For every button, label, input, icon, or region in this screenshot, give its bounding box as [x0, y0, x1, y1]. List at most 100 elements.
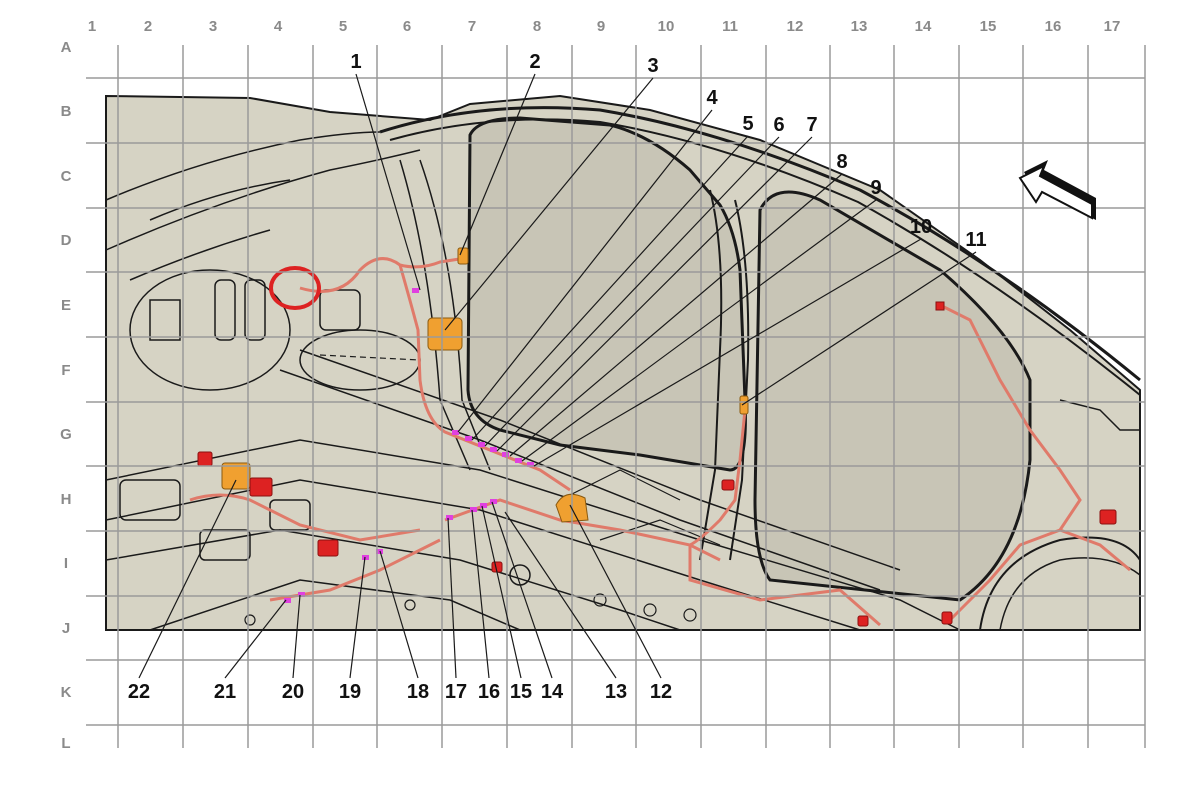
leader-line — [224, 599, 287, 679]
row-label: K — [61, 684, 72, 701]
leader-line — [471, 509, 490, 679]
row-label: D — [61, 232, 72, 249]
clip-g8b — [478, 442, 485, 447]
clip-h8b — [527, 462, 534, 467]
row-label: G — [60, 426, 72, 443]
column-label: 10 — [658, 18, 675, 35]
harness-front-branch — [398, 264, 571, 492]
component-j14 — [941, 611, 953, 625]
row-label: E — [61, 297, 71, 314]
harness-floor-run — [189, 493, 421, 542]
callout-15: 15 — [510, 681, 532, 703]
callout-5: 5 — [742, 113, 753, 135]
leader-line — [471, 135, 749, 441]
callout-19: 19 — [339, 681, 361, 703]
harness-quarter-branch — [1059, 528, 1131, 572]
callout-20: 20 — [282, 681, 304, 703]
callout-8: 8 — [836, 151, 847, 173]
leader-line — [509, 173, 843, 457]
clip-g7 — [452, 430, 459, 435]
callout-11: 11 — [965, 229, 986, 251]
column-label: 15 — [980, 18, 997, 35]
leader-line — [533, 238, 922, 467]
row-label: J — [62, 620, 70, 637]
rear-window-opening — [753, 190, 1032, 602]
leader-line — [481, 505, 522, 679]
vehicle-body-drawing — [105, 94, 1141, 631]
column-label: 9 — [597, 18, 605, 35]
row-label: I — [64, 555, 68, 572]
component-h11 — [721, 479, 735, 491]
callout-3: 3 — [647, 55, 658, 77]
row-label: F — [61, 362, 70, 379]
connector-f7 — [427, 317, 463, 351]
callout-9: 9 — [870, 177, 881, 199]
connector-h3 — [221, 462, 251, 490]
component-h16 — [1099, 509, 1117, 525]
clip-j4a — [284, 598, 291, 603]
component-h3-left — [197, 451, 213, 467]
column-label: 14 — [915, 18, 932, 35]
clip-e6 — [412, 288, 419, 293]
connector-d7 — [457, 247, 469, 265]
callout-1: 1 — [350, 51, 361, 73]
row-label: C — [61, 168, 72, 185]
column-label: 2 — [144, 18, 152, 35]
clip-i5b — [376, 549, 383, 554]
callout-14: 14 — [541, 681, 564, 703]
leader-line — [496, 136, 813, 452]
grid-lines — [86, 45, 1146, 748]
column-label: 5 — [339, 18, 347, 35]
leader-line — [491, 501, 553, 679]
clip-h8 — [515, 458, 522, 463]
callout-21: 21 — [214, 681, 236, 703]
column-label: 4 — [274, 18, 283, 35]
clip-h7a — [446, 515, 453, 520]
leader-line — [355, 73, 421, 291]
column-label: 8 — [533, 18, 541, 35]
connector-g11 — [739, 395, 749, 415]
harness-clips — [284, 288, 534, 603]
column-label: 3 — [209, 18, 217, 35]
callout-12: 12 — [650, 681, 672, 703]
component-h4 — [249, 477, 273, 497]
leader-line — [521, 199, 877, 462]
clip-g8d — [502, 452, 509, 457]
callout-16: 16 — [478, 681, 500, 703]
callout-18: 18 — [407, 681, 429, 703]
leader-line — [741, 251, 977, 406]
red-components — [197, 266, 1117, 627]
clip-j4b — [298, 592, 305, 597]
column-label: 6 — [403, 18, 411, 35]
callout-13: 13 — [605, 681, 627, 703]
leader-line — [569, 504, 662, 679]
callout-10: 10 — [910, 216, 932, 238]
direction-arrow-icon — [1018, 160, 1096, 220]
row-label: A — [61, 39, 72, 56]
leader-line — [484, 136, 780, 447]
row-label: B — [61, 103, 72, 120]
row-label: L — [61, 735, 70, 752]
clip-g8c — [490, 447, 497, 452]
clip-h7b — [470, 507, 477, 512]
leader-line — [457, 109, 713, 433]
callout-22: 22 — [128, 681, 150, 703]
leader-lines — [138, 73, 977, 679]
leader-line — [504, 511, 617, 679]
leader-line — [138, 479, 237, 679]
harness-rear-run — [688, 545, 881, 627]
leader-line — [379, 550, 419, 679]
clip-g8a — [465, 436, 472, 441]
component-e14 — [935, 301, 945, 311]
callout-6: 6 — [773, 114, 784, 136]
callout-4: 4 — [706, 87, 718, 109]
column-label: 7 — [468, 18, 476, 35]
leader-line — [292, 594, 301, 679]
fuel-pump-module — [269, 266, 321, 310]
harness-quarter-run — [939, 303, 1082, 622]
column-label: 11 — [722, 18, 738, 35]
column-label: 17 — [1104, 18, 1121, 35]
